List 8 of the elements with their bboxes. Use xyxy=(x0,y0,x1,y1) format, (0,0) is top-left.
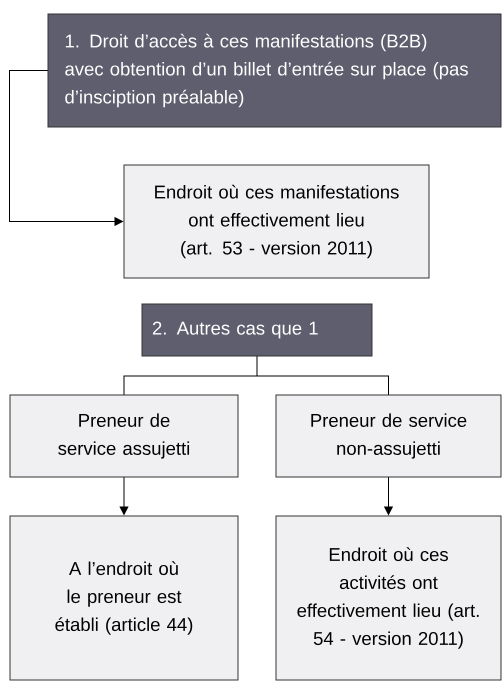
process-box: Endroit où ces activités ont effectivement lieu (art. 54 - version 2011) xyxy=(276,516,502,680)
process-box: Preneur de service non-assujetti xyxy=(276,394,502,478)
connector xyxy=(256,356,389,395)
process-box: Endroit où ces manifestations ont effectivement lieu (art. 53 - version 2011) xyxy=(124,164,430,278)
process-box: A l’endroit où le preneur est établi (article 44) xyxy=(10,516,238,680)
process-box: Preneur de service assujetti xyxy=(10,394,238,478)
heading-box: 2. Autres cas que 1 xyxy=(142,304,372,356)
heading-box: 1. Droit d’accès à ces manifestations (B2B) avec obtention d’un billet d’entrée sur place (pas d’insciption préalable) xyxy=(48,14,502,128)
